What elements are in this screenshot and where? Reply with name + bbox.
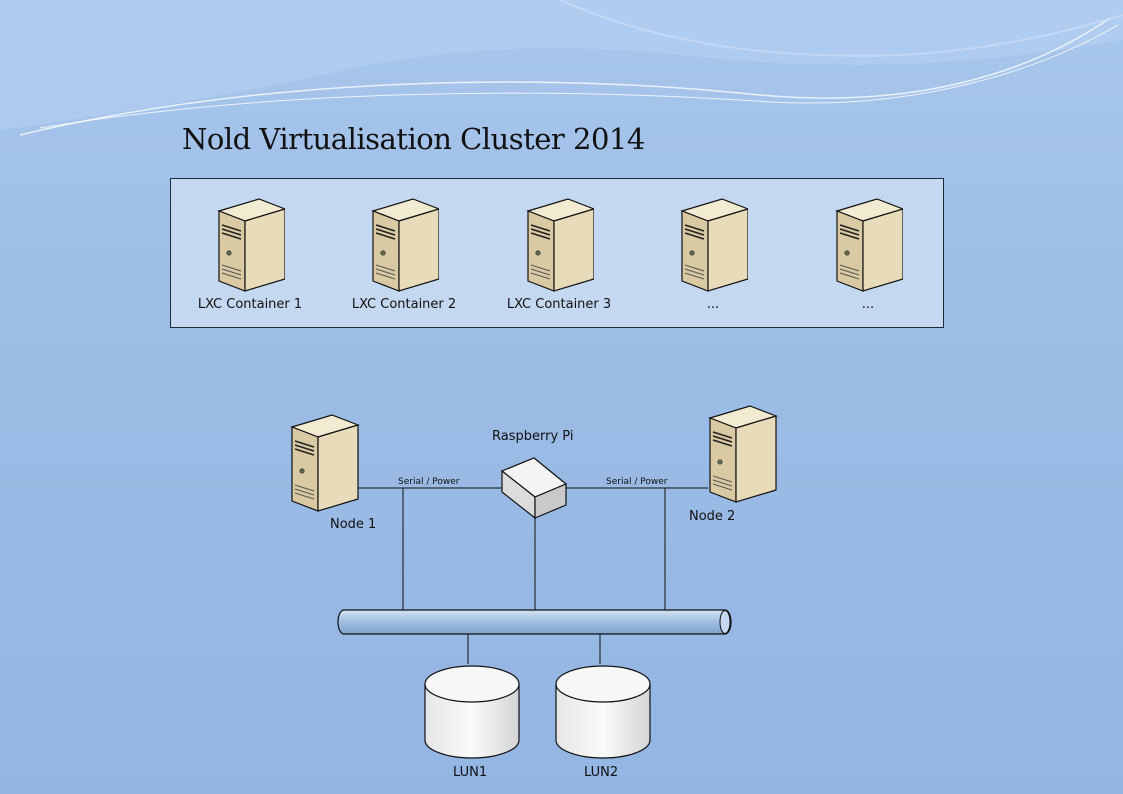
container-item-3: LXC Container 3	[489, 197, 629, 312]
lun2-label: LUN2	[584, 765, 618, 780]
network-device-icon	[500, 457, 568, 520]
disk-icon	[424, 665, 520, 759]
server-icon	[290, 414, 360, 512]
container-item-1: LXC Container 1	[180, 197, 320, 312]
server-icon	[217, 198, 285, 292]
server-icon	[708, 405, 778, 503]
container-item-2: LXC Container 2	[334, 197, 474, 312]
node2-label: Node 2	[689, 509, 735, 524]
server-icon	[835, 198, 903, 292]
pi-label: Raspberry Pi	[492, 429, 573, 444]
lun1-label: LUN1	[453, 765, 487, 780]
server-icon	[526, 198, 594, 292]
link-right-label: Serial / Power	[606, 477, 668, 487]
page-title: Nold Virtualisation Cluster 2014	[182, 122, 645, 156]
link-left-label: Serial / Power	[398, 477, 460, 487]
container-label: ...	[706, 297, 720, 312]
server-icon	[371, 198, 439, 292]
storage-bus-icon	[337, 609, 732, 635]
disk-icon	[555, 665, 651, 759]
server-icon	[680, 198, 748, 292]
container-label: LXC Container 1	[197, 297, 303, 312]
container-item-4: ...	[643, 197, 783, 312]
container-label: LXC Container 3	[506, 297, 612, 312]
container-label: LXC Container 2	[351, 297, 457, 312]
node1-label: Node 1	[330, 517, 376, 532]
container-label: ...	[861, 297, 875, 312]
container-item-5: ...	[798, 197, 938, 312]
